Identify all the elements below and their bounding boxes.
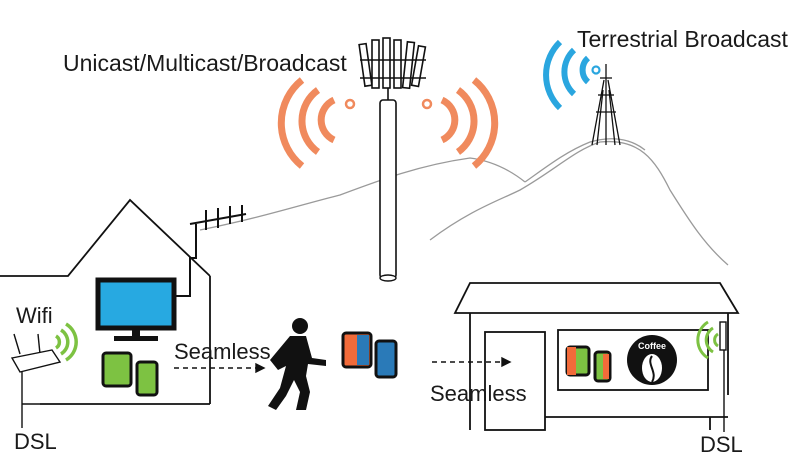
cafe-awning	[453, 282, 740, 314]
cafe-building	[453, 282, 740, 431]
wifi-signal-cafe	[696, 320, 719, 360]
broadcast-signal	[543, 39, 601, 111]
cafe-access-point	[719, 321, 727, 351]
mobile-devices-walking	[341, 331, 398, 379]
home-phone	[135, 360, 159, 397]
dsl-left-label: DSL	[14, 429, 57, 454]
cell-tower-mast	[379, 99, 397, 279]
seamless-arrow-cafe	[432, 356, 512, 368]
wifi-label: Wifi	[16, 303, 53, 328]
cell-signal-left	[277, 77, 356, 169]
hill-outline-back	[429, 140, 729, 266]
television	[95, 277, 177, 341]
wifi-signal-home	[54, 322, 78, 362]
home-tablet	[101, 351, 133, 388]
cafe-door	[484, 331, 546, 431]
broadcast-tower	[591, 64, 621, 146]
wifi-router	[10, 333, 62, 428]
house-roof	[0, 198, 211, 277]
walking-person	[268, 318, 326, 410]
unicast-label: Unicast/Multicast/Broadcast	[63, 50, 347, 76]
seamless-arrow-home	[174, 362, 266, 374]
dsl-right-label: DSL	[700, 432, 743, 457]
hill-outline-top	[524, 138, 646, 183]
antenna-array	[358, 37, 427, 100]
cafe-phone	[593, 350, 612, 383]
cafe-window	[557, 329, 709, 391]
cafe-tablet	[565, 345, 591, 377]
terrestrial-label: Terrestrial Broadcast	[577, 26, 789, 52]
tv-antenna	[176, 205, 247, 297]
cell-signal-right	[421, 77, 499, 169]
cell-tower	[358, 37, 427, 282]
coffee-sign-label: Coffee	[638, 341, 666, 351]
coffee-sign: Coffee	[627, 335, 677, 385]
seamless-home-label: Seamless	[174, 339, 271, 364]
seamless-cafe-label: Seamless	[430, 381, 527, 406]
house	[0, 198, 211, 405]
hill-outline	[199, 157, 526, 231]
